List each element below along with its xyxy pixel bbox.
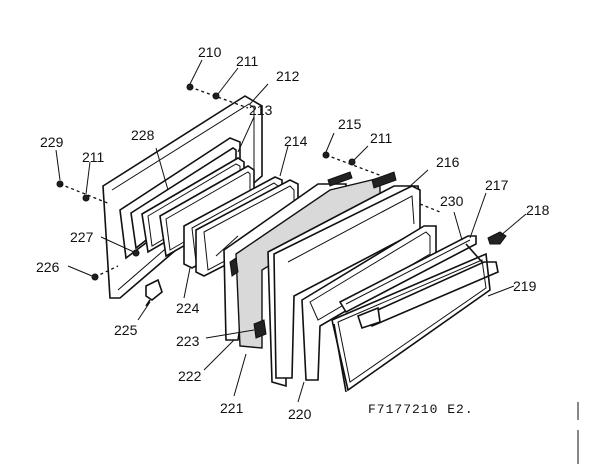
hinge-bracket [145,278,163,307]
label-219: 219 [513,278,537,294]
door-trim-frame [331,252,491,393]
label-227: 227 [70,229,94,245]
label-220: 220 [288,406,312,422]
screws-right [322,151,383,177]
label-226: 226 [36,259,60,275]
label-230: 230 [440,193,464,209]
screws-216-side [419,203,441,213]
outer-door-panel [267,171,421,388]
label-216: 216 [436,154,460,170]
label-222: 222 [178,368,202,384]
label-229: 229 [40,134,64,150]
label-212: 212 [276,68,300,84]
label-218: 218 [526,202,550,218]
door-handle [357,243,499,330]
part-labels: 210 211 212 213 214 215 211 216 217 218 … [36,44,550,422]
label-223: 223 [176,333,200,349]
label-214: 214 [284,133,308,149]
vent-trim-strip [338,235,477,314]
label-225: 225 [114,322,138,338]
label-215: 215 [338,116,362,132]
screws-top [186,83,249,109]
label-211-left: 211 [82,149,105,165]
label-211-right: 211 [370,130,393,146]
label-217: 217 [485,177,509,193]
screws-left [56,180,111,205]
leader-lines [55,59,527,403]
label-224: 224 [176,300,200,316]
screw-227 [132,249,140,257]
label-228: 228 [131,127,155,143]
label-210: 210 [198,44,222,60]
drawing-code: F7177210 E2. [368,402,474,417]
label-221: 221 [220,400,244,416]
label-213: 213 [249,102,273,118]
label-211-top: 211 [236,53,259,69]
screw-226 [91,265,119,281]
